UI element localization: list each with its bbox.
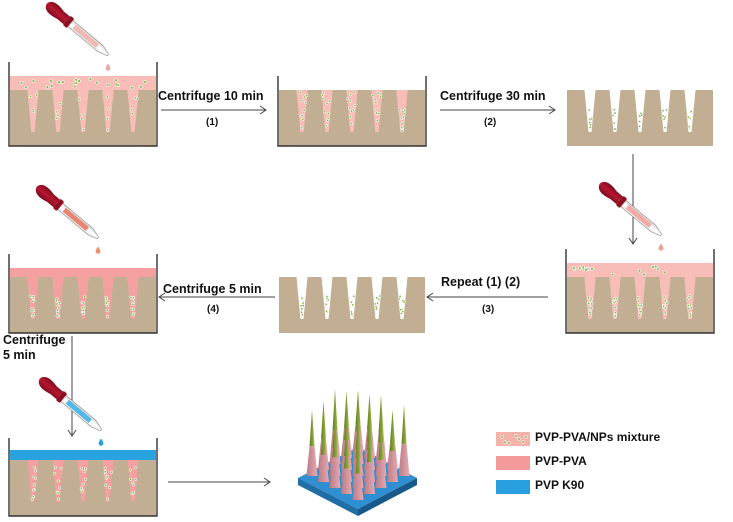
legend-swatch: [496, 432, 530, 446]
pipette-liquid: [65, 399, 92, 423]
legend-swatch: [496, 480, 530, 494]
microneedle: [375, 425, 387, 488]
pipette-collar: [616, 196, 627, 208]
step-2-label: Centrifuge 30 min: [440, 89, 546, 103]
mold-container-2: [277, 76, 427, 147]
legend-swatch: [496, 456, 530, 470]
mold-block: [10, 90, 156, 146]
mold-container-1: [8, 62, 158, 147]
arrow-to-product: [168, 477, 271, 487]
pvp-k90-layer: [10, 450, 156, 460]
pipette-liquid: [625, 204, 652, 228]
mold-block: [10, 277, 156, 333]
step-1-label: Centrifuge 10 min: [158, 89, 264, 103]
pipette-collar: [53, 199, 64, 211]
microneedle: [352, 441, 364, 500]
pipette-collar: [63, 16, 74, 28]
microneedle: [306, 409, 318, 476]
pipette-bulb: [45, 1, 70, 25]
legend-label-pvp-pva: PVP-PVA: [535, 454, 587, 468]
step-2-number: (2): [484, 117, 497, 128]
liquid-layer: [10, 76, 156, 90]
legend-label-pvp-k90: PVP K90: [535, 478, 585, 492]
mold-container-6: [8, 254, 158, 334]
pipette-dropper-icon: [45, 1, 111, 71]
step-5-label-line1: Centrifuge: [3, 333, 66, 347]
liquid-drop: [98, 439, 104, 446]
container-wall: [8, 254, 158, 334]
step-4-number: (4): [207, 304, 220, 315]
microneedle: [329, 419, 341, 488]
pipette-liquid: [72, 24, 99, 48]
step-5-label-line2: 5 min: [3, 348, 36, 362]
microneedle: [398, 404, 410, 476]
arrow-step-3: [426, 292, 548, 302]
arrow-step-2: [440, 105, 556, 115]
microneedle: [318, 421, 329, 482]
liquid-drop: [95, 247, 101, 254]
pipette-collar: [56, 391, 67, 403]
arrow-down-left: [67, 336, 77, 437]
mold-container-7: [8, 438, 158, 517]
microneedle: [387, 413, 398, 482]
mold-container-3: [567, 90, 713, 146]
pipette-dropper-icon: [35, 184, 101, 254]
pipette-dropper-icon: [598, 181, 664, 251]
arrow-step-4: [158, 292, 275, 302]
step-3-label: Repeat (1) (2): [441, 275, 521, 289]
microneedle-patch-illustration: [298, 388, 417, 516]
mold-block: [279, 277, 425, 333]
mold-container-5: [279, 277, 425, 333]
pipette-bulb: [598, 181, 623, 205]
patch-base-side-left: [298, 478, 358, 516]
container-wall: [277, 76, 427, 147]
pipette-liquid: [62, 207, 89, 231]
step-1-number: (1): [206, 117, 219, 128]
legend: [496, 432, 530, 494]
legend-label-mixture: PVP-PVA/NPs mixture: [535, 430, 661, 444]
mold-block: [567, 277, 713, 333]
pipette-dropper-icon: [38, 376, 104, 446]
pipette-bulb: [35, 184, 60, 208]
microneedle: [364, 423, 375, 494]
mold-block: [567, 90, 713, 146]
step-3-number: (3): [482, 304, 495, 315]
pipette-bulb: [38, 376, 63, 400]
container-wall: [8, 62, 158, 147]
patch-base-side-right: [358, 478, 417, 516]
microneedle: [341, 437, 352, 494]
mold-container-4: [565, 249, 715, 334]
liquid-drop: [658, 244, 664, 251]
arrow-step-1: [161, 105, 267, 115]
container-wall: [565, 249, 715, 334]
container-wall: [8, 438, 158, 517]
liquid-layer: [10, 268, 156, 277]
arrow-down-right: [628, 154, 638, 245]
liquid-drop: [105, 64, 111, 71]
step-4-label: Centrifuge 5 min: [163, 282, 262, 296]
mold-block: [279, 90, 425, 146]
